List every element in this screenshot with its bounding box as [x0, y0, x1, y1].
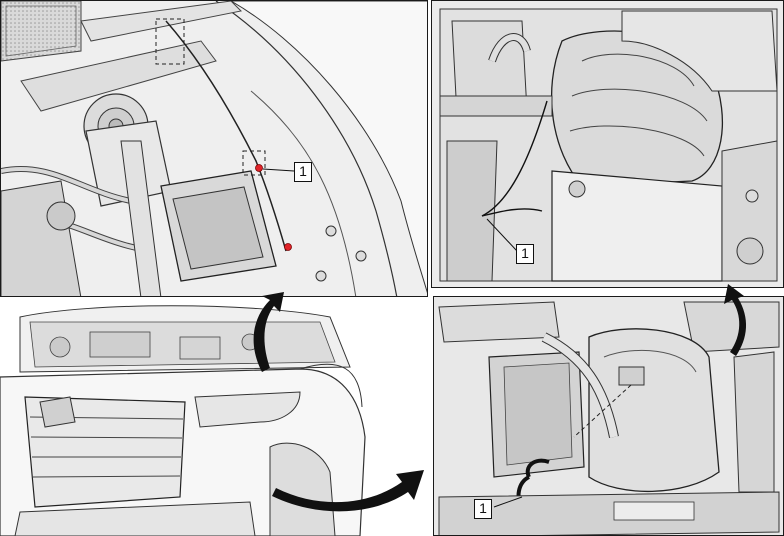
callout-label: 1	[294, 162, 312, 182]
sensor-closeup-panel: 1	[431, 0, 784, 288]
callout-label: 1	[516, 244, 534, 264]
connector-marker-upper	[255, 164, 263, 172]
engine-bay-overview-panel: 1	[0, 0, 428, 297]
engine-bay-illustration	[1, 1, 427, 296]
vehicle-overview-illustration	[0, 297, 430, 536]
connector-marker-lower	[284, 243, 292, 251]
sensor-closeup-illustration	[432, 1, 783, 287]
underbody-view-panel: 1	[433, 296, 784, 536]
callout-label: 1	[474, 499, 492, 519]
